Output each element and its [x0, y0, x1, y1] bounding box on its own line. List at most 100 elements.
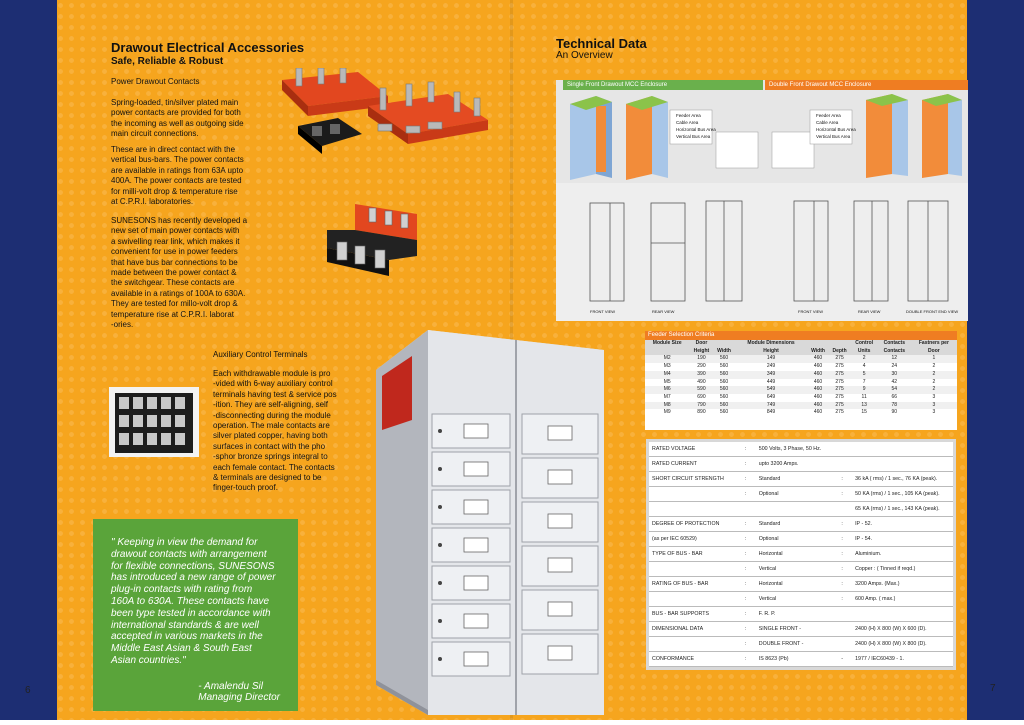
spec-cell: 65 KA (rms) / 1 sec., 143 KA (peak). [852, 501, 953, 518]
spec-cell: (as per IEC 60529) [649, 531, 736, 548]
spec-cell: SHORT CIRCUIT STRENGTH [649, 471, 736, 488]
spec-row: :Vertical:Copper : ( Tinned if reqd.) [649, 561, 953, 578]
spec-cell: : [832, 486, 853, 503]
spec-cell [649, 636, 736, 652]
feeder-cell: 42 [891, 378, 898, 385]
feeder-cell: 275 [835, 409, 844, 416]
feeder-cell: 690 [697, 393, 706, 400]
feeder-cell: 560 [713, 370, 735, 379]
feeder-cell: 790 [689, 401, 714, 410]
feeder-cell: 13 [850, 401, 878, 410]
feeder-cell: 649 [766, 393, 776, 400]
spec-cell: : [735, 561, 756, 578]
spec-cell: 36 kA ( rms) / 1 sec., 76 KA (peak). [852, 471, 953, 488]
page-number-left: 6 [25, 685, 31, 696]
spec-row: RATED VOLTAGE:500 Volts, 3 Phase, 50 Hz. [649, 442, 953, 458]
spec-cell: Aluminium. [852, 546, 953, 563]
spec-cell: : [832, 531, 853, 548]
feeder-cell: 449 [766, 378, 776, 385]
spec-cell [832, 621, 853, 637]
aux-terminals-heading: Auxiliary Control Terminals [213, 350, 308, 359]
spec-cell [649, 561, 736, 578]
spec-cell: - [832, 651, 853, 668]
spec-cell: : [735, 516, 756, 533]
spec-cell: : [735, 636, 756, 652]
feeder-cell: 749 [734, 401, 808, 410]
feeder-cell: 560 [719, 409, 729, 416]
spec-cell: 3200 Amps. (Max.) [852, 576, 953, 593]
spec-row: DIMENSIONAL DATA:SINGLE FRONT -2400 (H) … [649, 621, 953, 637]
spec-cell: : [735, 606, 756, 622]
spec-cell [852, 456, 953, 473]
feeder-cell: 11 [861, 393, 867, 400]
spec-cell: : [735, 546, 756, 563]
feeder-cell: 460 [807, 355, 829, 364]
view-label-4: REAR VIEW [858, 309, 881, 314]
spec-row: TYPE OF BUS - BAR:Horizontal:Aluminium. [649, 546, 953, 563]
spec-cell [832, 606, 853, 622]
spec-cell: CONFORMANCE [649, 651, 736, 668]
spec-cell: 600 Amp. ( max.) [852, 591, 953, 607]
spec-cell: Vertical [755, 591, 833, 607]
spec-cell: : [735, 576, 756, 593]
view-label-3: FRONT VIEW [798, 309, 824, 314]
right-navy-border [967, 0, 1024, 720]
feeder-cell: 3 [910, 401, 957, 410]
spec-cell: : [735, 651, 756, 668]
feeder-cell: 460 [813, 378, 823, 385]
feeder-cell: 560 [713, 355, 735, 364]
feeder-cell: 5 [850, 370, 878, 379]
spec-cell: : [735, 591, 756, 607]
spec-row: (as per IEC 60529):Optional:IP - 54. [649, 531, 953, 548]
feeder-cell: 3 [932, 393, 936, 400]
bottom-margin [0, 720, 1024, 725]
feeder-cell: M7 [663, 393, 671, 400]
spec-cell: Standard [755, 471, 833, 488]
feeder-cell: 560 [713, 401, 735, 410]
feeder-cell: 460 [813, 393, 823, 400]
spec-cell: upto 3200 Amps. [755, 456, 833, 473]
feeder-cell: M3 [663, 363, 671, 370]
left-navy-border [0, 0, 57, 720]
spec-cell: BUS - BAR SUPPORTS [649, 606, 736, 622]
mcc-panel-photo [376, 330, 604, 715]
power-contacts-heading: Power Drawout Contacts [111, 77, 200, 86]
spec-cell: IP - 54. [852, 531, 953, 548]
spec-cell: TYPE OF BUS - BAR [649, 546, 736, 563]
feeder-cell: M2 [645, 355, 690, 364]
feeder-cell: 190 [689, 355, 714, 364]
feeder-cell: 1 [910, 355, 957, 364]
spec-cell: RATING OF BUS - BAR [649, 576, 736, 593]
spec-cell: : [832, 546, 853, 563]
single-front-bar: Single Front Drawout MCC Enclosure [563, 80, 763, 90]
left-page-title: Drawout Electrical Accessories [111, 40, 305, 55]
spec-cell: Copper : ( Tinned if reqd.) [852, 561, 953, 578]
swivel-contact-photo [327, 204, 417, 276]
right-page-subtitle: An Overview [556, 50, 613, 61]
feeder-cell: 78 [877, 401, 911, 410]
feeder-cell: 460 [813, 409, 823, 416]
feeder-cell: 24 [891, 363, 898, 370]
feeder-cell: M5 [663, 378, 671, 385]
spec-cell: RATED VOLTAGE [649, 442, 736, 458]
spec-cell: : [735, 531, 756, 548]
spec-cell [832, 442, 853, 458]
feeder-cell: 7 [862, 378, 866, 385]
spec-cell: : [735, 456, 756, 473]
spec-cell: 50 KA (rms) / 1 sec., 105 KA (peak). [852, 486, 953, 503]
feeder-cell: 2 [850, 355, 878, 364]
right-page-title: Technical Data [556, 36, 647, 51]
spec-cell [649, 591, 736, 607]
spec-cell: SINGLE FRONT - [755, 621, 833, 637]
feeder-cell: 249 [766, 363, 776, 370]
